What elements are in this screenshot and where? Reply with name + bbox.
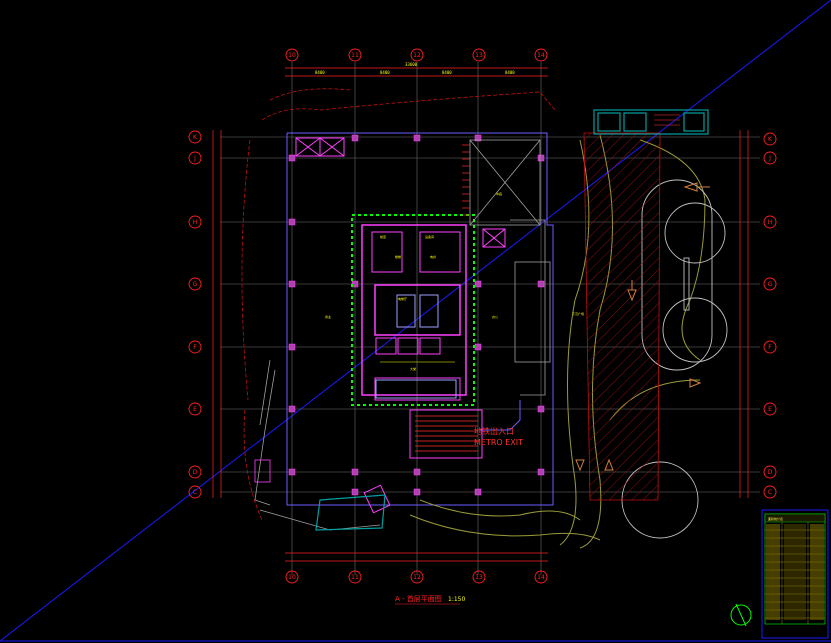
svg-text:C: C (768, 489, 772, 496)
svg-text:C: C (193, 489, 197, 496)
traffic-arrows (575, 182, 710, 472)
elevator-boxes (295, 137, 506, 514)
svg-text:13: 13 (475, 574, 483, 581)
svg-text:大堂: 大堂 (410, 366, 416, 371)
svg-text:楼梯: 楼梯 (395, 254, 401, 259)
svg-text:电井: 电井 (430, 254, 436, 259)
site-roads (409, 134, 706, 549)
svg-text:前室: 前室 (380, 234, 386, 239)
svg-text:K: K (193, 134, 198, 141)
svg-text:D: D (193, 469, 198, 476)
svg-text:下沉广场: 下沉广场 (572, 311, 584, 316)
area-schedule: 面积统计表 (764, 513, 826, 625)
svg-text:F: F (193, 344, 197, 351)
svg-text:电梯厅: 电梯厅 (398, 296, 407, 301)
metro-label-en: METRO EXIT (474, 438, 523, 447)
metro-label-cn: 地铁出入口 (474, 426, 514, 436)
right-service-zone (469, 139, 551, 396)
svg-text:中庭: 中庭 (496, 191, 502, 196)
svg-text:F: F (768, 344, 772, 351)
room-labels: 电梯厅 大堂 商业 办公 中庭 下沉广场 前室 设备间 楼梯 电井 (325, 191, 584, 371)
svg-text:J: J (768, 155, 771, 162)
svg-text:商业: 商业 (325, 314, 331, 319)
metro-exit-stair: 地铁出入口 METRO EXIT (409, 409, 523, 459)
svg-text:K: K (768, 136, 773, 143)
svg-text:H: H (193, 219, 198, 226)
svg-text:10: 10 (288, 574, 296, 581)
site-boundary (241, 88, 556, 521)
svg-text:10: 10 (288, 52, 296, 59)
svg-text:8400: 8400 (315, 70, 325, 75)
svg-text:13: 13 (475, 52, 483, 59)
svg-text:J: J (193, 155, 196, 162)
svg-text:办公: 办公 (492, 314, 498, 319)
svg-text:11: 11 (351, 574, 359, 581)
drawing-scale: 1:150 (448, 596, 465, 603)
dimension-text: 8400 8400 8400 8400 33600 (315, 62, 515, 75)
svg-text:E: E (193, 406, 197, 413)
annex-block (593, 109, 709, 135)
annex-stair (654, 114, 680, 126)
svg-text:设备间: 设备间 (425, 234, 434, 239)
landscape-strip (583, 132, 661, 501)
axis-bubble-labels: 10 11 12 13 14 10 11 12 13 14 K J H G F … (193, 52, 773, 581)
schedule-title: 面积统计表 (768, 516, 783, 521)
svg-text:12: 12 (413, 52, 421, 59)
svg-text:D: D (768, 469, 773, 476)
building-outline (286, 132, 554, 506)
svg-text:E: E (768, 406, 772, 413)
svg-text:11: 11 (351, 52, 359, 59)
svg-text:H: H (768, 219, 773, 226)
svg-text:8400: 8400 (505, 70, 515, 75)
axis-grid (220, 62, 760, 575)
red-stair-hatch (462, 144, 470, 216)
lower-stair-box (315, 494, 386, 531)
axis-bubbles (188, 48, 777, 584)
building-core (351, 214, 475, 406)
svg-text:G: G (193, 281, 198, 288)
drawing-title: A - 首层平面图 (395, 594, 442, 603)
svg-text:33600: 33600 (405, 62, 418, 67)
svg-text:8400: 8400 (442, 70, 452, 75)
svg-text:8400: 8400 (380, 70, 390, 75)
svg-text:14: 14 (537, 52, 545, 59)
dimension-lines (212, 67, 749, 562)
svg-text:14: 14 (537, 574, 545, 581)
north-arrow-icon (730, 603, 752, 627)
structural-columns (288, 134, 545, 496)
svg-text:12: 12 (413, 574, 421, 581)
svg-text:G: G (768, 281, 773, 288)
